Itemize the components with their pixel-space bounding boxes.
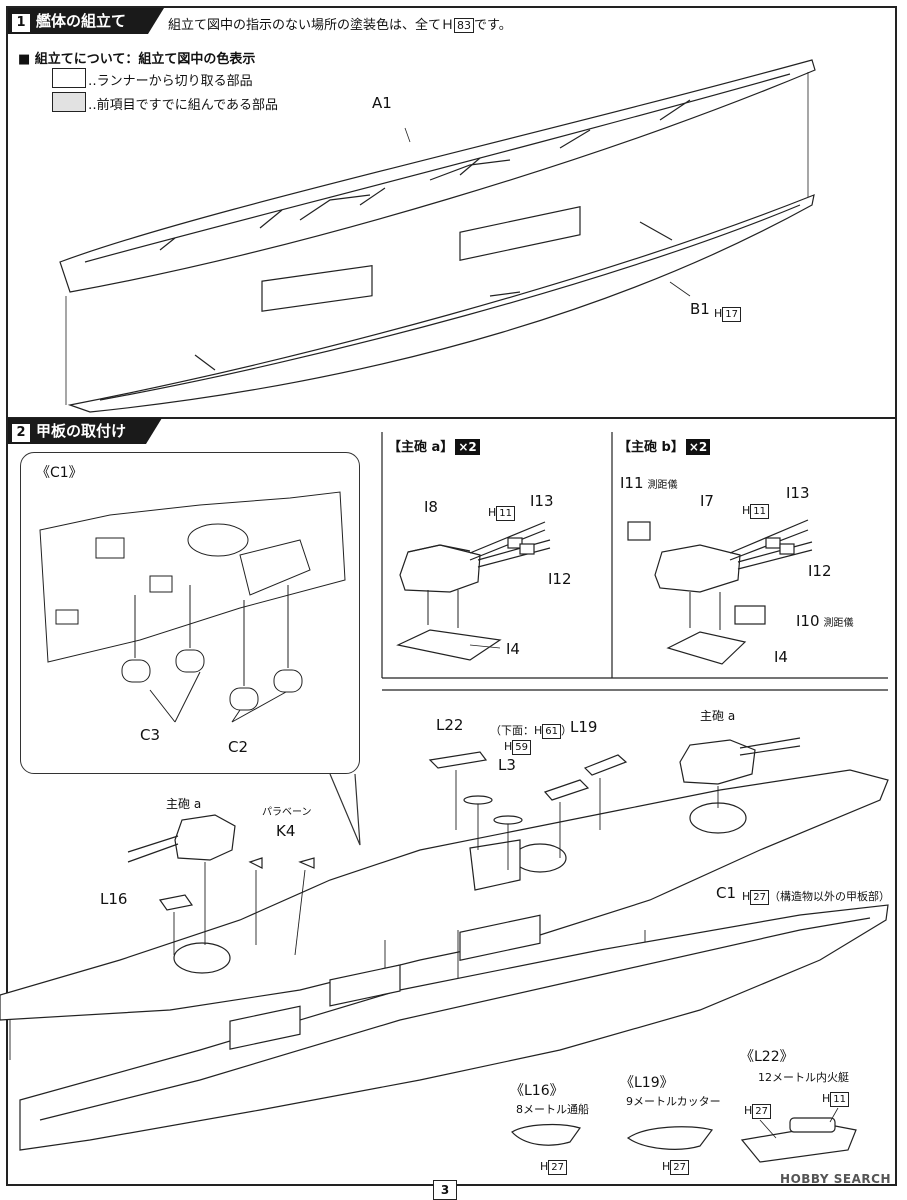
zoom-label-c3: C3 — [140, 726, 161, 744]
boat-detail-l19 — [626, 1126, 714, 1150]
boat-l19-desc: 9メートルカッター — [626, 1095, 721, 1108]
section2-title: 甲板の取付け — [36, 422, 127, 440]
page-number: 3 — [433, 1180, 457, 1200]
zoom-title: 《C1》 — [36, 465, 83, 481]
zoom-panel — [20, 452, 360, 774]
label-l19: L19 — [570, 718, 598, 736]
boat-l22 — [428, 751, 488, 769]
boat-l19-b — [583, 754, 628, 776]
turret-a-base — [396, 629, 502, 661]
b1-recess-right — [459, 205, 581, 261]
part-label-b1: B1 — [690, 300, 710, 318]
zoom-label-c2: C2 — [228, 738, 249, 756]
zoom-part-c2-3 — [273, 669, 303, 693]
section1-title: 艦体の組立て — [36, 12, 127, 30]
legend-runner-label: ‥ランナーから切り取る部品 — [88, 74, 253, 89]
label-l22: L22 — [436, 716, 464, 734]
legend-runner-swatch — [52, 68, 86, 88]
boat-l19-a — [543, 779, 590, 801]
part-label-a1: A1 — [372, 94, 392, 112]
paravane-k4-1 — [248, 857, 263, 869]
label-shuho-a-fore: 主砲 a — [700, 709, 736, 723]
label-c1: C1 — [716, 884, 737, 902]
section2-header: 2 甲板の取付け — [8, 418, 162, 444]
assembly-heading: ■ 組立てについて：組立て図中の色表示 — [18, 52, 256, 67]
turret-a-i8: I8 — [424, 498, 438, 516]
zoom-part-c3 — [121, 659, 151, 683]
l3-part-2 — [493, 815, 523, 825]
section1-header: 1 艦体の組立て — [8, 8, 164, 34]
zoom-turret-barbette — [187, 523, 249, 557]
zoom-deck — [39, 491, 346, 663]
paravane-k4-2 — [298, 857, 315, 869]
boat-l16-title: 《L16》 — [510, 1083, 564, 1099]
label-k4: K4 — [276, 822, 296, 840]
turret-a-title: 【主砲 a】×2 — [388, 436, 480, 455]
turret-a-i12: I12 — [548, 570, 572, 588]
l3-part-1 — [463, 795, 493, 805]
watermark: HOBBY SEARCH — [780, 1172, 891, 1186]
turret-b-i13: I13 — [786, 484, 810, 502]
turret-b-base — [666, 631, 747, 665]
turret-b-qty: ×2 — [685, 439, 711, 455]
turret-b-i12: I12 — [808, 562, 832, 580]
turret-a-i13: I13 — [530, 492, 554, 510]
rangefinder-i10 — [734, 605, 766, 625]
boat-detail-l16 — [511, 1123, 581, 1146]
turret-a-i4: I4 — [506, 640, 520, 658]
rangefinder-i11 — [627, 521, 651, 541]
main-turret-a-aft — [174, 814, 236, 861]
turret-b-title: 【主砲 b】×2 — [618, 436, 711, 455]
turret-b-i7: I7 — [700, 492, 714, 510]
section2-number: 2 — [12, 424, 30, 442]
section1-number: 1 — [12, 14, 30, 32]
hull-a1-outline — [59, 59, 816, 293]
hull-a1-inner — [84, 73, 791, 263]
boat-l22-title: 《L22》 — [740, 1049, 794, 1065]
zoom-part-c2-1 — [175, 649, 205, 673]
legend-prebuilt-label: ‥前項目ですでに組んである部品 — [88, 98, 279, 113]
boat-l16 — [158, 894, 194, 911]
boat-l16-desc: 8メートル通船 — [516, 1103, 589, 1116]
paint-code-box: 83 — [454, 18, 475, 33]
hull-b1-outline — [67, 194, 815, 413]
turret-b-house — [654, 544, 741, 593]
boat-l22-desc: 12メートル内火艇 — [758, 1071, 849, 1084]
legend-prebuilt-swatch — [52, 92, 86, 112]
hull-lower — [19, 904, 889, 1151]
boat-l19-title: 《L19》 — [620, 1075, 674, 1091]
label-l3: L3 — [498, 756, 516, 774]
label-paravane: パラベーン — [262, 807, 312, 818]
b1-recess-left — [261, 265, 373, 312]
label-shuho-a-aft: 主砲 a — [166, 797, 202, 811]
turret-a-house — [399, 544, 481, 593]
zoom-part-c2-2 — [229, 687, 259, 711]
turret-b-i4: I4 — [774, 648, 788, 666]
deck-turret-aft — [173, 942, 231, 974]
label-l16: L16 — [100, 890, 128, 908]
main-turret-a-fore — [679, 739, 756, 785]
turret-a-qty: ×2 — [455, 439, 480, 455]
